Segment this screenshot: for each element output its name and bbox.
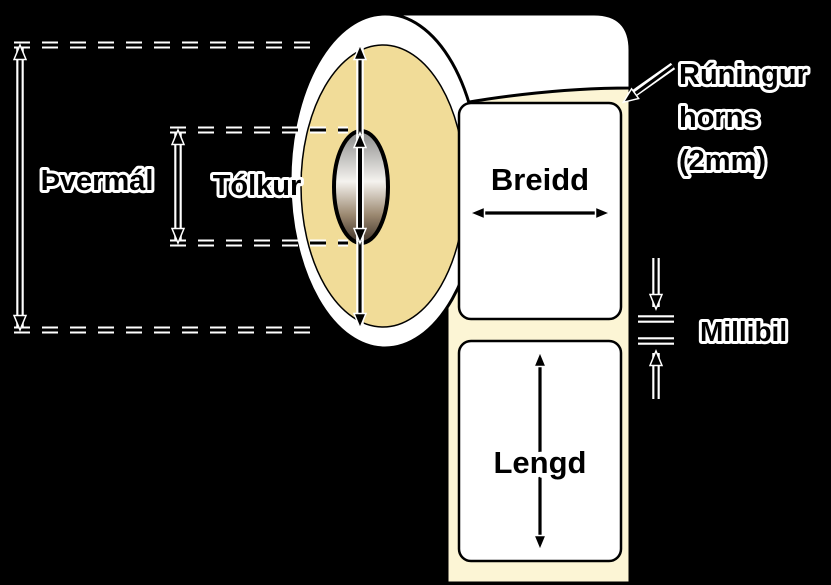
corner-note-line3: (2mm) <box>679 145 766 177</box>
core-label: Tólkur <box>213 170 302 202</box>
length-label: Lengd <box>494 445 587 480</box>
corner-note-line1: Rúningur <box>679 59 808 91</box>
gap-label: Millibil <box>700 316 787 347</box>
width-label: Breidd <box>491 162 589 197</box>
corner-note-line2: horns <box>679 102 760 134</box>
corner-arrow <box>621 64 674 104</box>
diameter-label: Þvermál <box>41 165 154 197</box>
label-top <box>457 101 623 321</box>
